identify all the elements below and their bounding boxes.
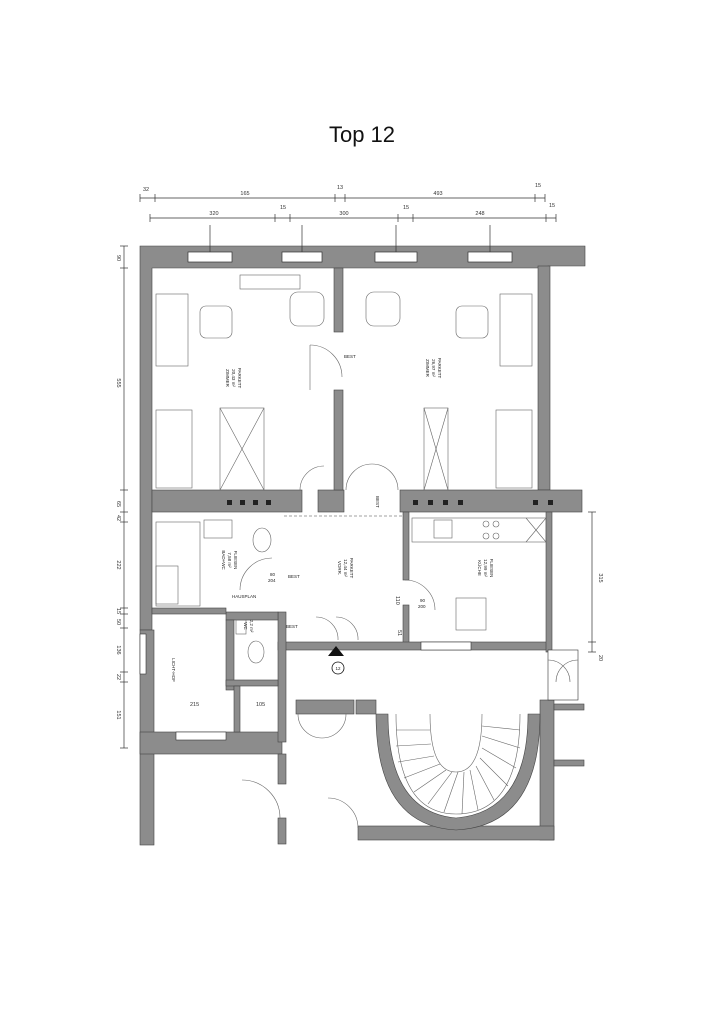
dim-left-6: 15 — [115, 608, 121, 614]
furniture-zimmer-left — [155, 274, 325, 491]
room-label-zimmer-right: ZIMMER 26,97 m² PARKETT — [425, 358, 442, 379]
wc-area: 2,2 m² — [249, 620, 254, 633]
kueche-area: 12,99 m² — [483, 559, 488, 577]
entrance-number: 12 — [335, 666, 341, 671]
kueche-floor: FLIESEN — [489, 559, 494, 578]
room-label-kueche: KÜCHE 12,99 m² FLIESEN — [477, 559, 494, 578]
label-door-204: 204 — [268, 578, 276, 583]
bad-wc-floor: FLIESEN — [233, 551, 238, 570]
dim-top-2: 165 — [240, 191, 249, 197]
dim-right-2: 20 — [597, 655, 603, 661]
bad-wc-name: BAD+WC — [221, 550, 226, 570]
wall-niches — [227, 500, 553, 505]
dim-left-1: 90 — [115, 255, 121, 261]
dim-inner-51: 51 — [396, 630, 402, 636]
zimmer-left-name: ZIMMER — [225, 369, 230, 387]
dim-top-4: 493 — [433, 191, 442, 197]
doors — [239, 344, 579, 829]
label-best-4: BEST — [375, 496, 380, 508]
label-door-200: 200 — [418, 604, 426, 609]
vorr-area: 12,44 m² — [343, 559, 348, 577]
label-best-2: BEST — [288, 574, 300, 579]
dim-top-1: 32 — [143, 187, 149, 193]
misc-labels: BEST BEST BEST BEST HAUSPLAN 80 204 90 2… — [190, 354, 426, 708]
room-label-wc: WC 2,2 m² — [243, 620, 254, 633]
dim-top-10: 248 — [475, 211, 484, 217]
dim-left-3: 65 — [115, 501, 121, 507]
dim-left-9: 22 — [115, 674, 121, 680]
page-title: Top 12 — [328, 122, 396, 147]
dim-inner-215: 215 — [190, 702, 199, 708]
dimension-lines-top: 32 165 13 493 15 320 15 300 15 248 15 — [139, 183, 557, 222]
dimension-lines-right: 315 20 — [588, 511, 603, 661]
exterior-walls — [139, 245, 586, 846]
room-label-vorr: VORR. 12,44 m² PARKETT — [337, 558, 354, 579]
dimension-lines-left: 90 555 65 42 222 15 50 136 22 151 — [115, 245, 128, 749]
dim-inner-110: 110 — [394, 596, 400, 605]
zimmer-right-floor: PARKETT — [437, 358, 442, 379]
staircase — [375, 713, 541, 831]
zimmer-left-area: 20,43 m² — [231, 369, 236, 387]
dim-left-7: 50 — [115, 619, 121, 625]
dim-right-1: 315 — [597, 573, 603, 582]
label-best-3: BEST — [286, 624, 298, 629]
vorr-floor: PARKETT — [349, 558, 354, 579]
dim-top-6: 320 — [209, 211, 218, 217]
zimmer-right-area: 26,97 m² — [431, 359, 436, 377]
zimmer-right-name: ZIMMER — [425, 359, 430, 377]
dim-top-3: 13 — [337, 185, 343, 191]
vorr-name: VORR. — [337, 561, 342, 575]
bathroom-fixtures — [155, 519, 272, 664]
kueche-name: KÜCHE — [477, 560, 483, 576]
label-door-90: 90 — [420, 598, 426, 603]
dim-top-9: 15 — [403, 205, 409, 211]
furniture-zimmer-right — [365, 291, 533, 491]
dim-top-5: 15 — [535, 183, 541, 189]
lichthof-name: LICHT-HOF — [171, 658, 176, 682]
label-best-1: BEST — [344, 354, 356, 359]
dim-left-8: 136 — [115, 645, 121, 654]
kitchen-fixtures — [411, 517, 547, 631]
dim-top-11: 15 — [549, 203, 555, 209]
entrance-marker: 12 — [328, 646, 345, 675]
wc-name: WC — [243, 622, 248, 630]
dim-left-10: 151 — [115, 710, 121, 719]
room-label-lichthof: LICHT-HOF — [171, 658, 176, 682]
room-label-bad-wc: BAD+WC 7,58 m² FLIESEN — [221, 550, 238, 570]
windows — [139, 225, 579, 741]
label-door-80: 80 — [270, 572, 276, 577]
zimmer-left-floor: PARKETT — [237, 368, 242, 389]
room-label-zimmer-left: ZIMMER 20,43 m² PARKETT — [225, 368, 242, 389]
dim-inner-105: 105 — [256, 702, 265, 708]
bad-wc-area: 7,58 m² — [227, 552, 232, 568]
dim-top-7: 15 — [280, 205, 286, 211]
dim-left-4: 42 — [115, 515, 121, 521]
dim-left-2: 555 — [115, 378, 121, 387]
dim-left-5: 222 — [115, 560, 121, 569]
label-hausplan: HAUSPLAN — [232, 594, 256, 599]
dim-top-8: 300 — [339, 211, 348, 217]
